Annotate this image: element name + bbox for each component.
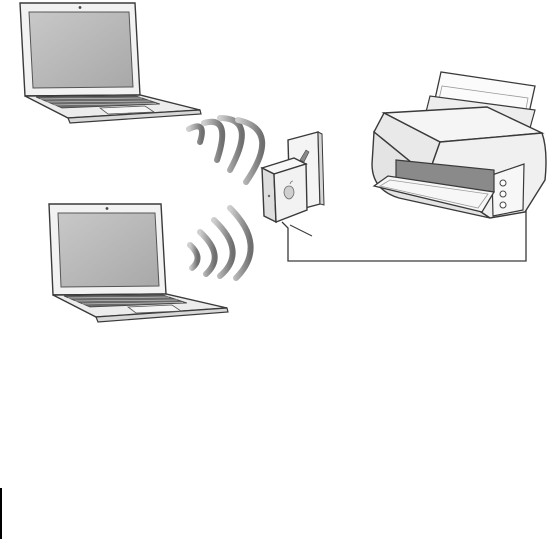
laptop-bottom — [49, 204, 228, 322]
printer-icon — [372, 72, 546, 218]
airport-express-icon — [262, 150, 309, 222]
margin-rule — [0, 488, 2, 539]
wifi-waves-icon — [189, 118, 262, 182]
laptop-top — [20, 3, 201, 123]
laptop-icon — [49, 204, 228, 322]
printer — [372, 72, 546, 218]
base-station — [262, 150, 309, 222]
laptop-icon — [20, 3, 201, 123]
wifi-waves-icon — [190, 208, 251, 278]
